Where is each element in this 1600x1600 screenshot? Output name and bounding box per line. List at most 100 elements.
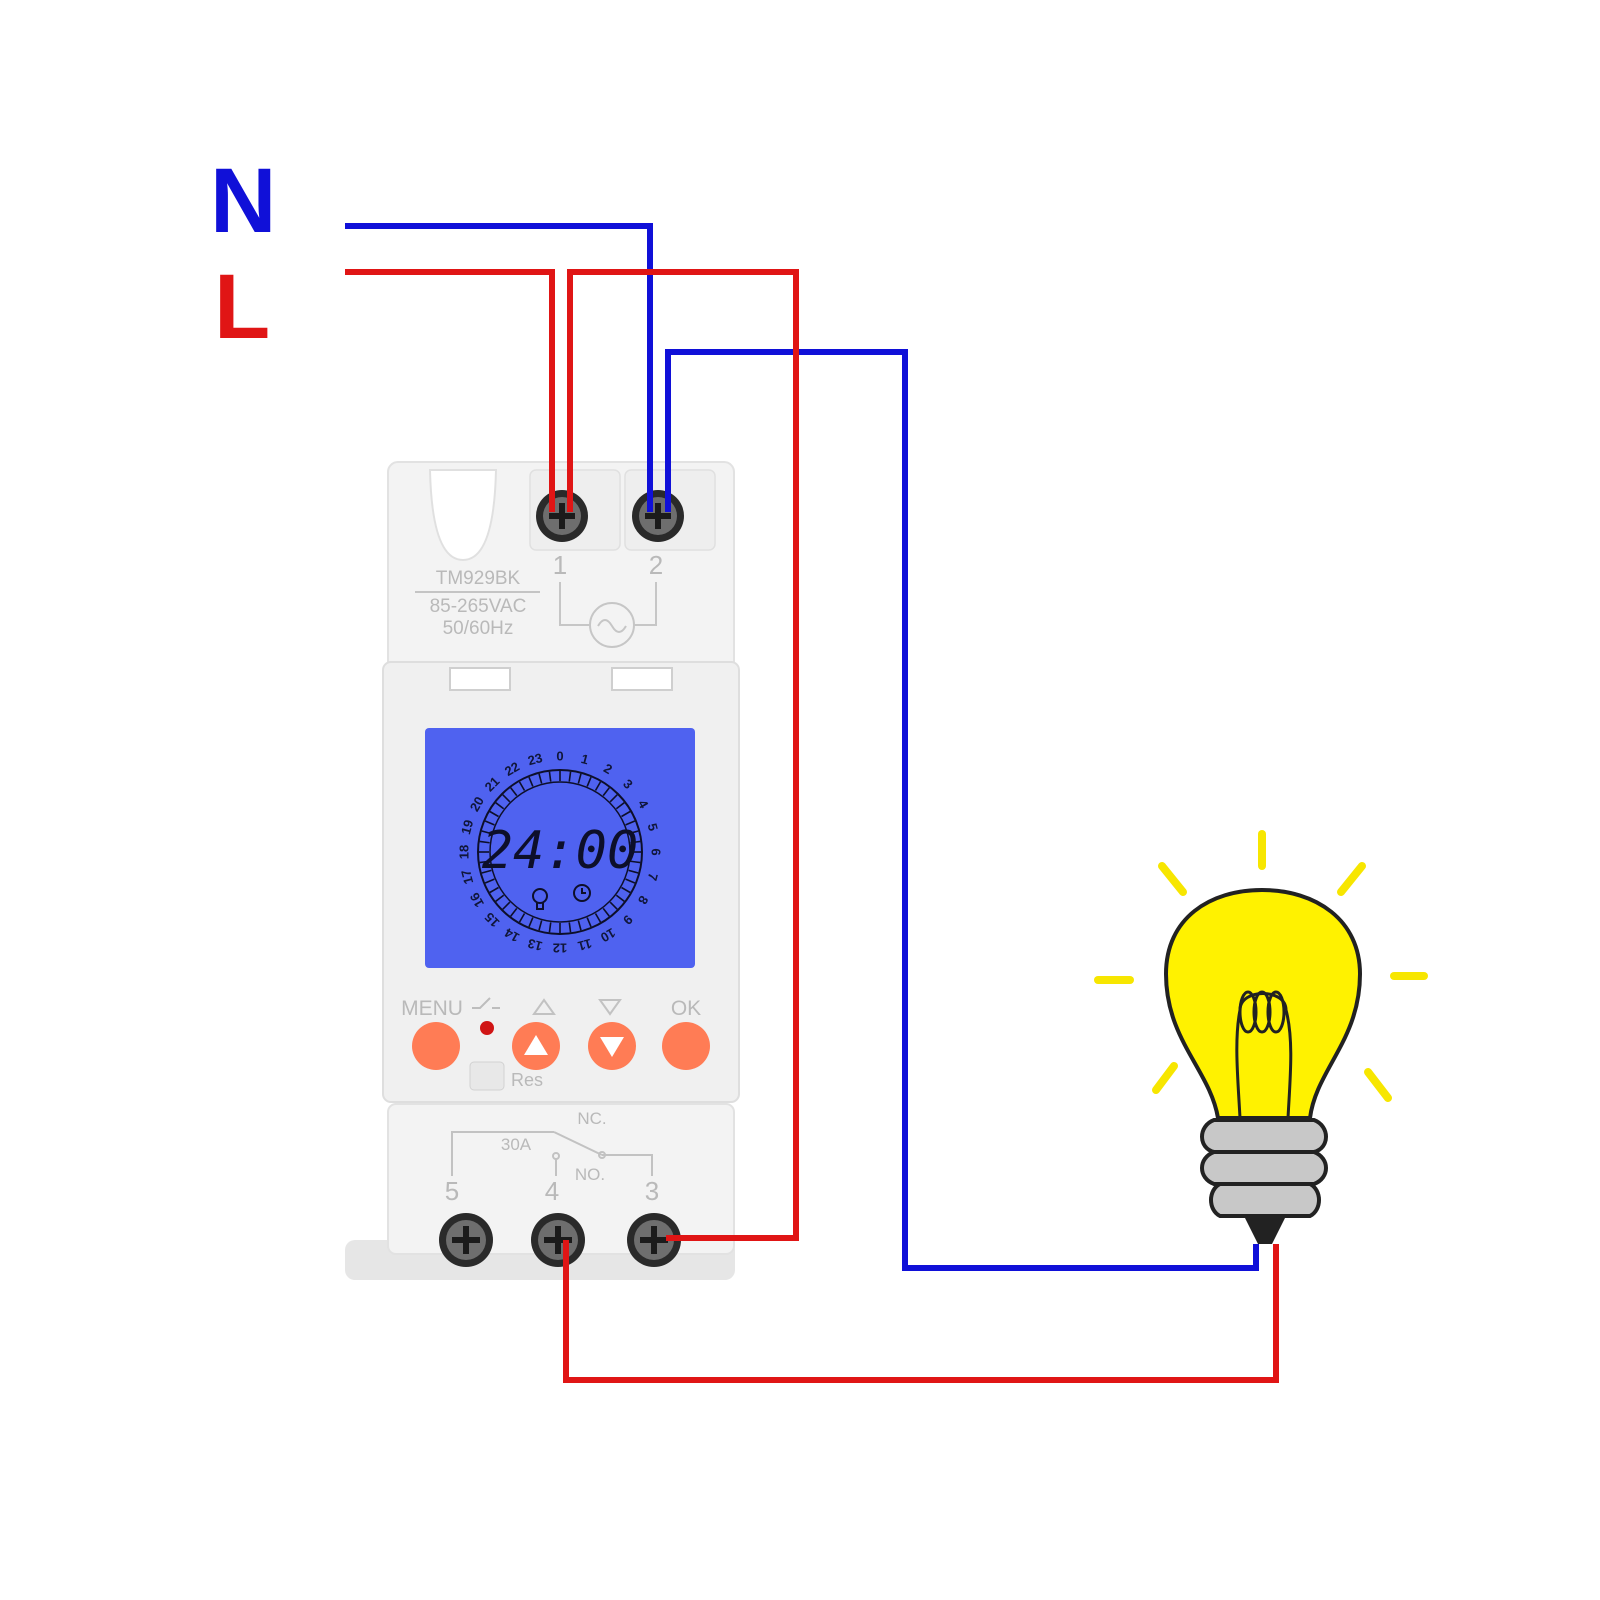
dial-tick bbox=[609, 794, 618, 803]
screw-terminal-icon bbox=[536, 490, 588, 542]
dial-tick bbox=[538, 773, 543, 784]
live-wire-lamp bbox=[563, 1240, 1279, 1383]
bulb-icon bbox=[1094, 830, 1428, 1244]
live-wire-supply bbox=[345, 269, 555, 512]
status-led bbox=[480, 1021, 494, 1035]
up-arrow-icon bbox=[532, 998, 556, 1015]
dial-hour-label: 0 bbox=[556, 748, 563, 763]
neutral-wire-supply bbox=[345, 223, 653, 512]
dial-tick bbox=[625, 820, 636, 826]
dial-tick bbox=[602, 907, 610, 917]
dial-tick bbox=[481, 830, 492, 835]
dial-tick bbox=[586, 917, 592, 928]
live-wires bbox=[345, 269, 1279, 1383]
dial-hour-label: 1 bbox=[579, 751, 590, 767]
dial-tick bbox=[628, 869, 639, 874]
dial-tick bbox=[489, 810, 499, 818]
dial-tick bbox=[621, 810, 631, 818]
terminal-5-label: 5 bbox=[445, 1176, 459, 1206]
dial-tick bbox=[621, 886, 631, 894]
dial-tick bbox=[615, 894, 625, 902]
dial-tick bbox=[484, 820, 495, 826]
dial-hour-label: 5 bbox=[645, 822, 661, 833]
dial-tick bbox=[502, 901, 511, 910]
screw-terminal-icon bbox=[632, 490, 684, 542]
dial-hour-label: 16 bbox=[467, 890, 487, 910]
reset-label: Res bbox=[511, 1070, 543, 1090]
terminal-1-label: 1 bbox=[553, 550, 567, 580]
reset-button[interactable] bbox=[469, 1061, 505, 1091]
dial-hour-label: 20 bbox=[467, 794, 487, 814]
dial-tick bbox=[594, 913, 602, 923]
dial-tick bbox=[528, 917, 534, 928]
menu-label: MENU bbox=[401, 997, 463, 1020]
dial-tick bbox=[615, 802, 625, 810]
dial-tick bbox=[630, 840, 641, 844]
terminal-4-label: 4 bbox=[545, 1176, 559, 1206]
live-label: L bbox=[214, 256, 270, 358]
clock-icon bbox=[573, 884, 591, 902]
dial-tick bbox=[495, 802, 505, 810]
relay-rating-label: 30A bbox=[501, 1135, 532, 1154]
dial-hour-label: 23 bbox=[526, 750, 544, 768]
menu-button[interactable] bbox=[412, 1022, 460, 1070]
ac-source-icon bbox=[559, 582, 657, 648]
dial-tick bbox=[502, 794, 511, 803]
dial-hour-label: 22 bbox=[502, 759, 522, 779]
dial-tick bbox=[568, 922, 572, 933]
screw-terminal-icon bbox=[439, 1213, 493, 1267]
dial-hour-label: 7 bbox=[645, 871, 661, 882]
dial-hour-label: 18 bbox=[456, 845, 471, 859]
terminal-2-label: 2 bbox=[649, 550, 663, 580]
dial-hour-label: 13 bbox=[526, 936, 544, 954]
dial-tick bbox=[577, 773, 582, 784]
ok-button[interactable] bbox=[662, 1022, 710, 1070]
neutral-label: N bbox=[210, 150, 276, 252]
dial-tick bbox=[528, 776, 534, 787]
down-button[interactable] bbox=[588, 1022, 636, 1070]
dial-tick bbox=[625, 878, 636, 884]
dial-tick bbox=[538, 920, 543, 931]
neutral-wire-lamp bbox=[665, 349, 1259, 1271]
dial-tick bbox=[594, 781, 602, 791]
lcd-display bbox=[425, 728, 695, 968]
no-label: NO. bbox=[575, 1165, 605, 1184]
dial-tick bbox=[628, 830, 639, 835]
nc-label: NC. bbox=[577, 1109, 606, 1128]
dial-tick bbox=[489, 886, 499, 894]
dial-tick bbox=[548, 922, 552, 933]
up-button[interactable] bbox=[512, 1022, 560, 1070]
dial-tick bbox=[609, 901, 618, 910]
bulb-icon bbox=[532, 888, 548, 910]
voltage-label: 85-265VAC bbox=[430, 596, 527, 617]
model-label: TM929BK bbox=[436, 568, 521, 589]
dial-tick bbox=[577, 920, 582, 931]
dial-tick bbox=[479, 860, 490, 864]
dial-hour-label: 19 bbox=[458, 818, 476, 836]
dial-tick bbox=[518, 781, 526, 791]
dial-tick bbox=[630, 860, 641, 864]
dial-tick bbox=[481, 869, 492, 874]
dial-tick bbox=[548, 771, 552, 782]
neutral-wires bbox=[345, 223, 1259, 1271]
screw-terminal-icon bbox=[531, 1213, 585, 1267]
screw-terminal-icon bbox=[627, 1213, 681, 1267]
dial-hour-label: 17 bbox=[458, 868, 476, 886]
dial-hour-label: 6 bbox=[649, 848, 664, 855]
frequency-label: 50/60Hz bbox=[443, 618, 514, 639]
dial-tick bbox=[602, 787, 610, 797]
terminal-3-label: 3 bbox=[645, 1176, 659, 1206]
dial-tick bbox=[568, 771, 572, 782]
dial-tick bbox=[586, 776, 592, 787]
dial-tick bbox=[510, 907, 518, 917]
dial-hour-label: 11 bbox=[576, 936, 593, 954]
down-arrow-icon bbox=[598, 999, 622, 1016]
dial-tick bbox=[484, 878, 495, 884]
dial-tick bbox=[495, 894, 505, 902]
lcd-time: 24:00 bbox=[482, 821, 639, 881]
relay-switch-icon bbox=[472, 997, 500, 1009]
dial-tick bbox=[510, 787, 518, 797]
